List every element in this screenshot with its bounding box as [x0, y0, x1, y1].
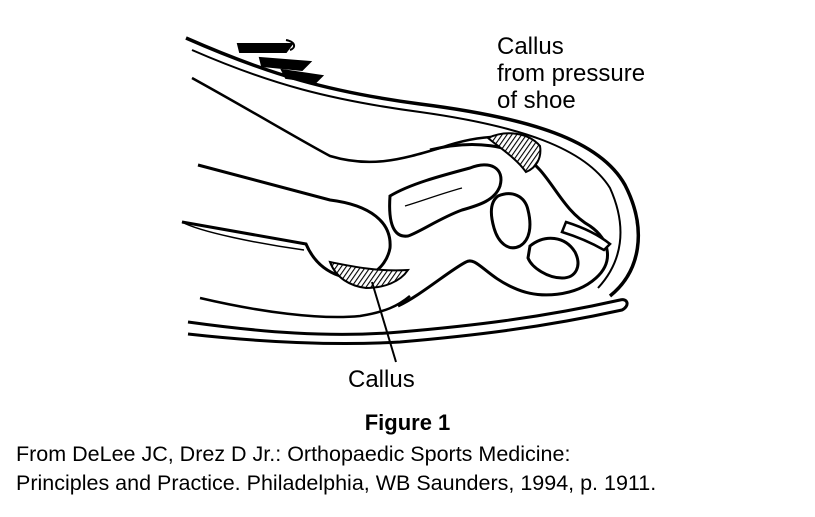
callus-label: Callus	[348, 366, 415, 393]
shoe-laces	[236, 39, 325, 84]
middle-phalanx	[489, 192, 532, 250]
label-line: Callus	[497, 33, 564, 60]
foot-plantar-skin	[199, 295, 411, 319]
shoe-upper-inner-line	[191, 49, 622, 289]
label-line: of shoe	[497, 87, 576, 114]
callus-shoe-pressure-label: Callus from pressure of shoe	[497, 33, 645, 114]
callus-dorsal	[486, 132, 542, 174]
callus-plantar	[328, 260, 410, 290]
foot-dorsal-skin	[191, 76, 541, 164]
callus-leader-line	[371, 281, 397, 363]
hammer-toe-diagram	[181, 36, 641, 363]
caption-line-1: From DeLee JC, Drez D Jr.: Orthopaedic S…	[16, 442, 571, 466]
metatarsal-bone	[181, 163, 392, 280]
shoe-sole	[187, 298, 629, 346]
distal-phalanx	[526, 236, 580, 280]
figure-title: Figure 1	[364, 410, 451, 435]
metatarsal-lower-edge	[181, 221, 305, 251]
figure-caption: From DeLee JC, Drez D Jr.: Orthopaedic S…	[16, 440, 806, 498]
caption-line-2: Principles and Practice. Philadelphia, W…	[16, 471, 657, 495]
label-line: from pressure	[497, 60, 646, 87]
proximal-phalanx	[388, 163, 503, 238]
toenail	[560, 220, 612, 252]
